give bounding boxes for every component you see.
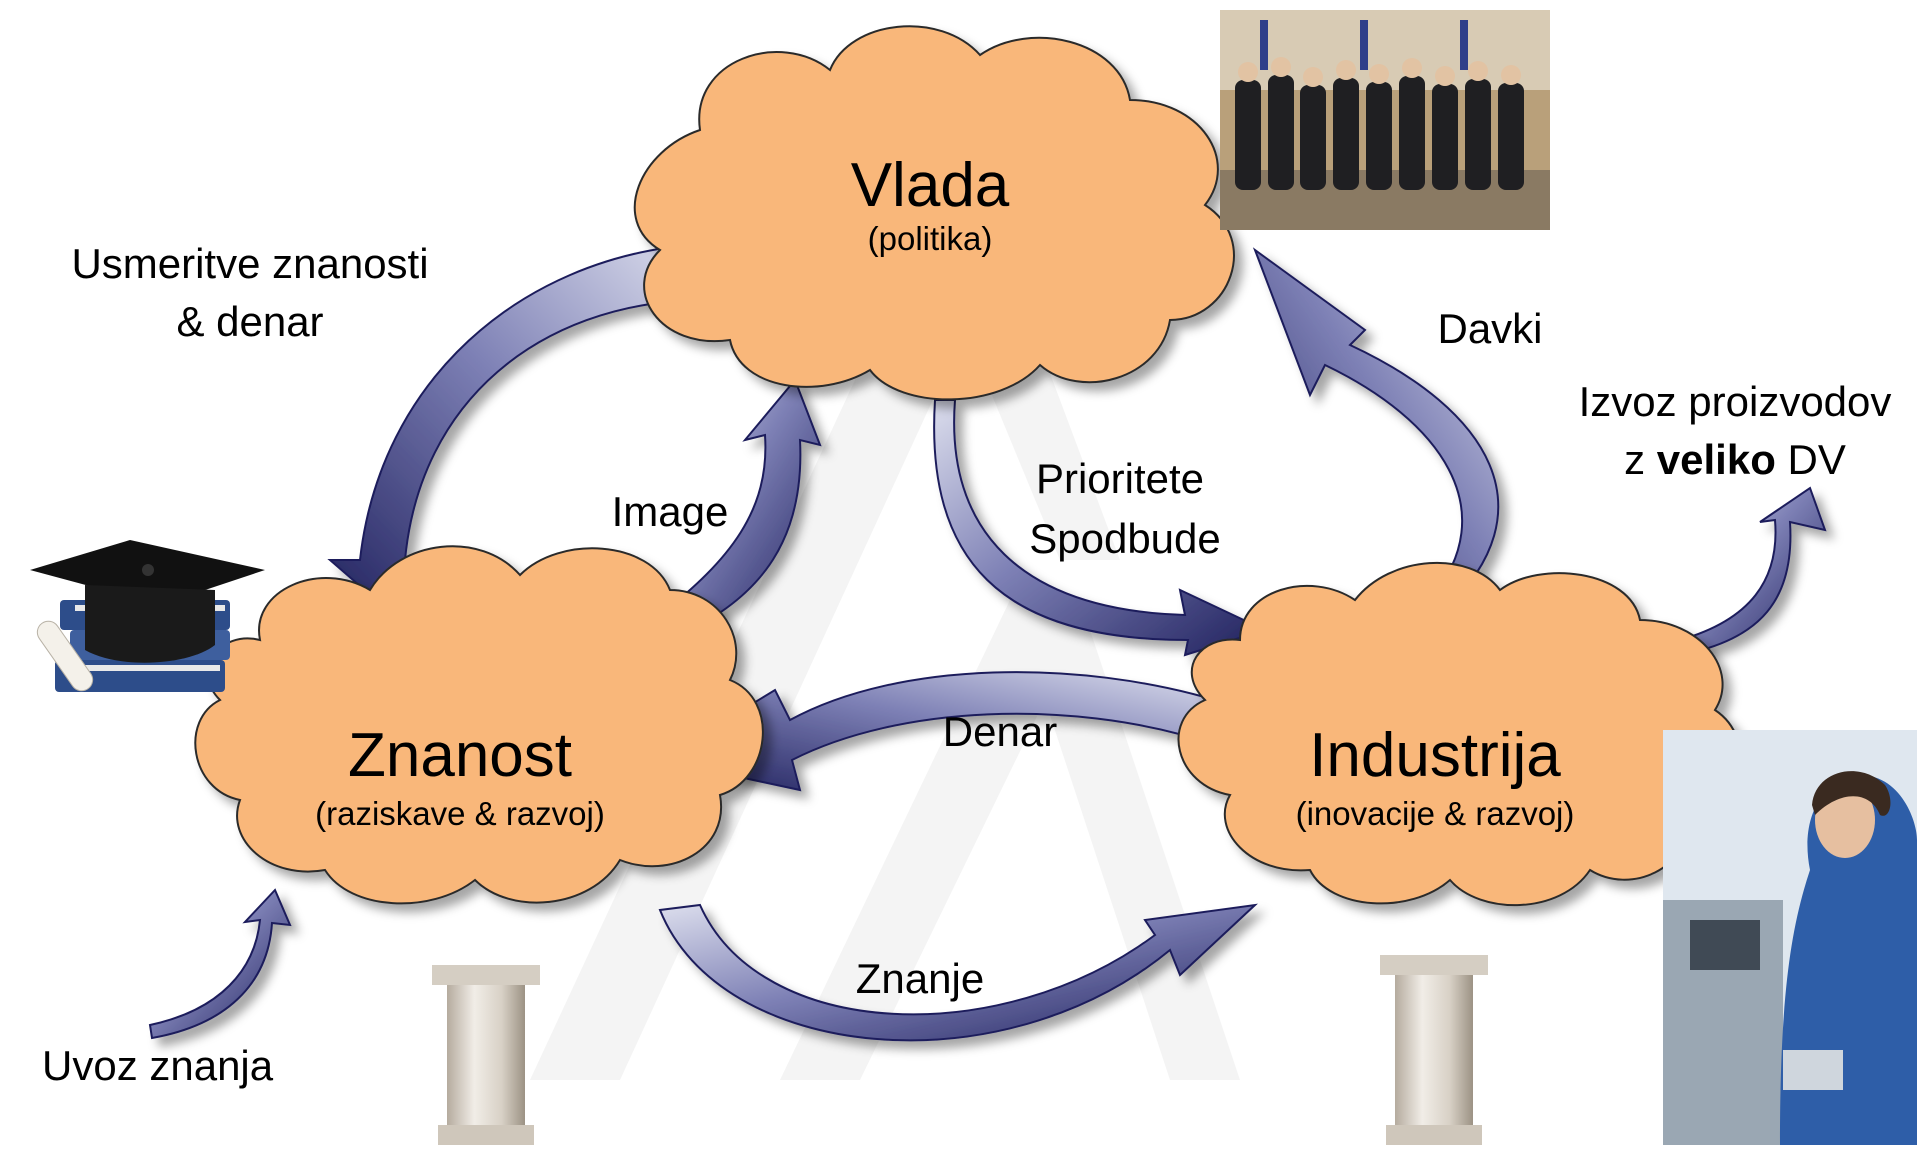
arrow-davki <box>1252 247 1500 612</box>
izvoz-veliko: veliko <box>1656 436 1776 483</box>
arrow-znanje <box>658 903 1258 1042</box>
arrow-izvoz <box>1679 486 1827 657</box>
cloud-vlada <box>633 25 1235 401</box>
label-spodbude: Spodbude <box>1029 515 1221 562</box>
cloud-znanost <box>194 545 764 905</box>
label-znanje: Znanje <box>855 955 985 1002</box>
izvoz-z: z <box>1624 436 1646 483</box>
arrow-uvoz <box>148 888 292 1040</box>
government-group-photo <box>1220 10 1550 230</box>
label-izvoz-line1: Izvoz proizvodov <box>1578 378 1892 425</box>
industry-worker-photo <box>1663 730 1917 1145</box>
pillar-left <box>432 965 540 1145</box>
label-prioritete: Prioritete <box>1035 455 1205 502</box>
znanost-subtitle: (raziskave & razvoj) <box>315 795 605 832</box>
label-denar: Denar <box>942 708 1058 755</box>
izvoz-dv: DV <box>1787 436 1846 483</box>
label-usmeritve-line2: & denar <box>176 298 324 345</box>
label-izvoz-line2: z veliko DV <box>1560 436 1910 484</box>
watermark-logo <box>530 240 1240 1080</box>
label-usmeritve-line1: Usmeritve znanosti <box>71 240 429 287</box>
vlada-title: Vlada <box>850 151 1010 220</box>
industrija-subtitle: (inovacije & razvoj) <box>1295 795 1575 832</box>
arrow-image <box>658 378 822 632</box>
label-davki: Davki <box>1437 305 1543 352</box>
label-uvoz-znanja: Uvoz znanja <box>42 1042 274 1089</box>
label-image: Image <box>611 488 729 535</box>
graduation-cap-books-icon <box>30 540 265 692</box>
arrow-prioritete <box>933 399 1268 657</box>
industrija-title: Industrija <box>1309 721 1561 790</box>
vlada-subtitle: (politika) <box>867 220 993 257</box>
znanost-title: Znanost <box>347 721 573 790</box>
pillar-right <box>1380 955 1488 1145</box>
